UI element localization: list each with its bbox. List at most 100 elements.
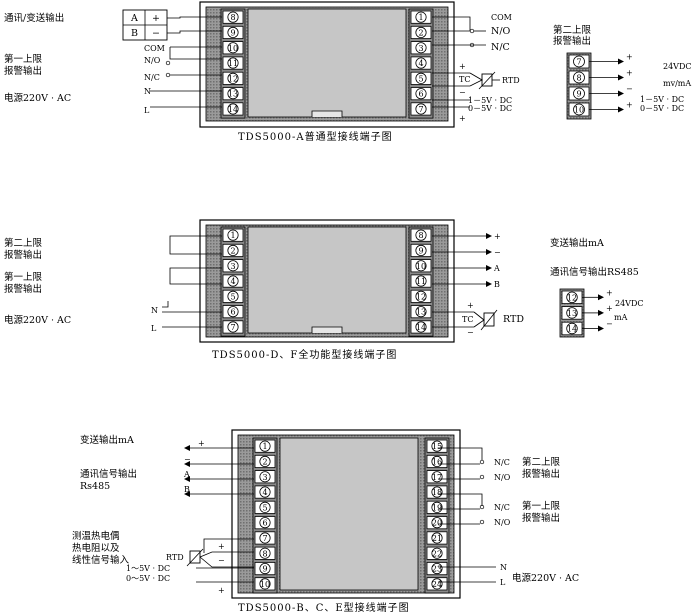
terminal: 6 bbox=[254, 516, 276, 530]
terminal: 12 bbox=[222, 71, 244, 85]
terminal: 7 bbox=[254, 531, 276, 545]
aux-title1-a: 第二上限 bbox=[553, 24, 592, 36]
terminal-number: 7 bbox=[230, 323, 235, 332]
display-notch-df bbox=[311, 326, 343, 333]
terminal-number: 7 bbox=[418, 105, 423, 114]
alarm1-line2-df: 报警输出 bbox=[4, 283, 42, 295]
caption-a: TDS5000-A普通型接线端子图 bbox=[238, 130, 393, 143]
rtd-label-a: RTD bbox=[502, 76, 520, 85]
tc-label-a: TC bbox=[459, 75, 470, 84]
terminal: 9 bbox=[410, 243, 432, 258]
power-l-a: L bbox=[144, 106, 150, 115]
terminal-number: 6 bbox=[230, 308, 235, 317]
terminal-number: 12 bbox=[228, 74, 238, 83]
terminal-number: 13 bbox=[228, 90, 238, 99]
terminal: 20 bbox=[426, 516, 448, 530]
aux-sign: − bbox=[626, 85, 633, 94]
aux-24v-df: 24VDC bbox=[615, 299, 644, 308]
tc-plus-a: + bbox=[459, 62, 466, 71]
terminal: 8 bbox=[222, 10, 244, 24]
trans-out-bce: 变送输出mA bbox=[80, 434, 134, 446]
terminal-number: 10 bbox=[416, 262, 426, 271]
terminal-number: 9 bbox=[262, 565, 267, 574]
rtd-plus-bce: + bbox=[218, 542, 225, 551]
terminal: 13 bbox=[222, 87, 244, 101]
terminal-number: 11 bbox=[228, 59, 238, 68]
terminal: 8 bbox=[410, 228, 432, 242]
no2-bce: N/O bbox=[494, 473, 511, 482]
aux-terminal-number: 13 bbox=[567, 309, 577, 318]
terminal-number: 6 bbox=[418, 90, 423, 99]
rtd-element-df bbox=[483, 312, 495, 327]
terminal: 5 bbox=[410, 71, 432, 85]
terminal: 6 bbox=[410, 87, 432, 101]
terminal: 24 bbox=[426, 577, 448, 591]
range2-a: 0－5V · DC bbox=[468, 104, 512, 113]
power-n-a: N bbox=[144, 87, 151, 96]
terminal-number: 5 bbox=[262, 503, 267, 512]
aux-terminal: 12 bbox=[561, 290, 583, 305]
terminal-number: 1 bbox=[230, 231, 235, 240]
power-l-bce: L bbox=[500, 578, 506, 587]
terminal: 12 bbox=[410, 289, 432, 303]
terminal: 2 bbox=[222, 243, 244, 258]
terminal-number: 8 bbox=[418, 231, 423, 240]
caption-bce: TDS5000-B、C、E型接线端子图 bbox=[238, 601, 410, 614]
terminal: 18 bbox=[426, 485, 448, 499]
comm-box-plus: + bbox=[152, 13, 160, 24]
aux-terminal-number: 9 bbox=[576, 90, 581, 99]
aux-terminal: 14 bbox=[561, 321, 583, 336]
terminal-number: 1 bbox=[262, 442, 267, 451]
range2-bce: 0～5V · DC bbox=[126, 574, 170, 583]
rtd-label-bce: RTD bbox=[166, 553, 184, 562]
terminal: 11 bbox=[410, 274, 432, 288]
comm1-bce: 通讯信号输出 bbox=[80, 468, 137, 480]
aux-terminal-number: 12 bbox=[567, 293, 577, 302]
aux-terminal-number: 10 bbox=[574, 106, 584, 115]
terminal-number: 14 bbox=[228, 105, 238, 114]
terminal-number: 14 bbox=[416, 323, 426, 332]
aux-sign: + bbox=[626, 101, 633, 110]
terminal-number: 2 bbox=[262, 457, 267, 466]
tc-label-df: TC bbox=[462, 315, 473, 324]
aux-sign: + bbox=[606, 304, 613, 313]
range1-bce: 1～5V · DC bbox=[126, 564, 170, 573]
aux-terminals-df: 12+13+14− bbox=[561, 288, 613, 336]
aux-24v-a: 24VDC bbox=[663, 62, 692, 71]
sign-b-df: B bbox=[494, 280, 500, 289]
terminal-number: 11 bbox=[416, 277, 426, 286]
aux-terminal: 9 bbox=[568, 86, 590, 101]
terminal-number: 10 bbox=[228, 44, 238, 53]
terminal: 10 bbox=[254, 577, 276, 591]
terminal-number: 9 bbox=[418, 246, 423, 255]
terminal: 5 bbox=[222, 289, 244, 303]
terminal: 10 bbox=[222, 41, 244, 55]
range1-a: 1－5V · DC bbox=[468, 96, 512, 105]
display-window-bce bbox=[279, 437, 419, 591]
alarm2-line1-df: 第二上限 bbox=[4, 237, 43, 249]
terminal: 17 bbox=[426, 470, 448, 484]
terminal: 19 bbox=[426, 500, 448, 514]
terminal: 21 bbox=[426, 531, 448, 545]
terminal: 8 bbox=[254, 546, 276, 560]
alarm1-no-a: N/O bbox=[144, 56, 161, 65]
aux-mvma-a: mv/mA bbox=[663, 79, 691, 88]
terminal: 6 bbox=[222, 305, 244, 319]
terminal: 16 bbox=[426, 454, 448, 468]
terminal-number: 18 bbox=[432, 488, 442, 497]
alarm2-line2-bce: 报警输出 bbox=[522, 468, 560, 480]
aux-terminal-number: 14 bbox=[567, 325, 577, 334]
alarm1-line1-df: 第一上限 bbox=[4, 271, 43, 283]
tc-minus-df: − bbox=[467, 328, 474, 337]
aux-sign: + bbox=[626, 53, 633, 62]
terminal-number: 16 bbox=[432, 457, 442, 466]
terminal-number: 22 bbox=[432, 549, 442, 558]
terminal: 22 bbox=[426, 546, 448, 560]
alarm1-line1-bce: 第一上限 bbox=[522, 500, 561, 512]
terminal: 1 bbox=[222, 228, 244, 242]
